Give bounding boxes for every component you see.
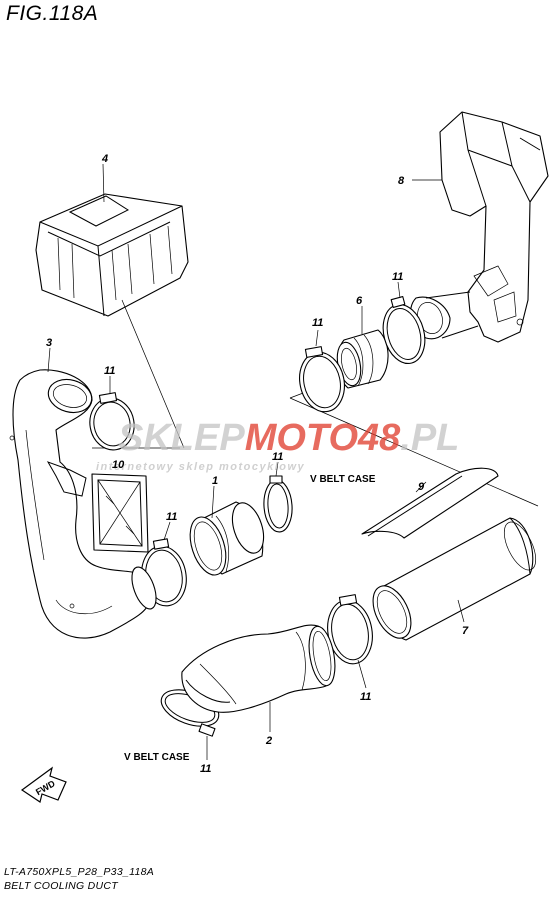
- callout-7: 7: [462, 625, 469, 637]
- figure-title: FIG.118A: [6, 2, 99, 25]
- part-2-outlet-duct[interactable]: [181, 624, 339, 713]
- callout-11-e: 11: [272, 451, 283, 463]
- part-4-air-box[interactable]: [35, 193, 189, 317]
- svg-text:SKLEPMOTO48.PL: SKLEPMOTO48.PL: [118, 417, 459, 459]
- watermark-brand-3: 48: [357, 417, 401, 459]
- part-11-clamp-b[interactable]: [294, 346, 350, 416]
- callout-4: 4: [101, 153, 108, 165]
- callout-6: 6: [356, 295, 363, 307]
- footer-caption: BELT COOLING DUCT: [4, 880, 119, 892]
- callout-10: 10: [112, 459, 125, 471]
- note-v-belt-case-lower: V BELT CASE: [124, 752, 190, 763]
- footer-code: LT-A750XPL5_P28_P33_118A: [4, 866, 155, 878]
- watermark: SKLEPMOTO48.PL internetowy sklep motocyk…: [96, 417, 459, 473]
- fwd-arrow-icon: FWD: [20, 766, 67, 803]
- callout-11-a: 11: [392, 271, 403, 283]
- part-1-connector-tube[interactable]: [184, 499, 270, 580]
- callout-2: 2: [265, 735, 272, 747]
- callout-3: 3: [46, 337, 52, 349]
- part-3-inlet-duct[interactable]: [9, 369, 161, 639]
- part-6-connector[interactable]: [334, 329, 389, 389]
- callout-11-d: 11: [166, 511, 177, 523]
- part-11-clamp-e[interactable]: [262, 475, 294, 533]
- callout-11-g: 11: [200, 763, 211, 775]
- callout-11-f: 11: [360, 691, 371, 703]
- part-11-clamp-f[interactable]: [323, 594, 377, 668]
- part-11-clamp-a[interactable]: [377, 296, 431, 369]
- watermark-brand-2: MOTO: [245, 417, 358, 459]
- watermark-brand-4: .PL: [400, 417, 459, 459]
- part-10-seal[interactable]: [91, 473, 149, 553]
- callout-11-b: 11: [312, 317, 323, 329]
- watermark-brand-1: SKLEP: [118, 417, 245, 459]
- note-v-belt-case-upper: V BELT CASE: [310, 474, 376, 485]
- part-11-clamp-c[interactable]: [86, 392, 138, 454]
- callout-1: 1: [212, 475, 218, 487]
- part-9-heat-shield[interactable]: [361, 467, 499, 539]
- callout-8: 8: [398, 175, 405, 187]
- part-7-long-duct[interactable]: [365, 517, 542, 644]
- part-8-cover-duct[interactable]: [410, 111, 549, 343]
- callout-11-c: 11: [104, 365, 115, 377]
- watermark-tagline: internetowy sklep motocyklowy: [96, 461, 305, 473]
- callout-9: 9: [418, 481, 425, 493]
